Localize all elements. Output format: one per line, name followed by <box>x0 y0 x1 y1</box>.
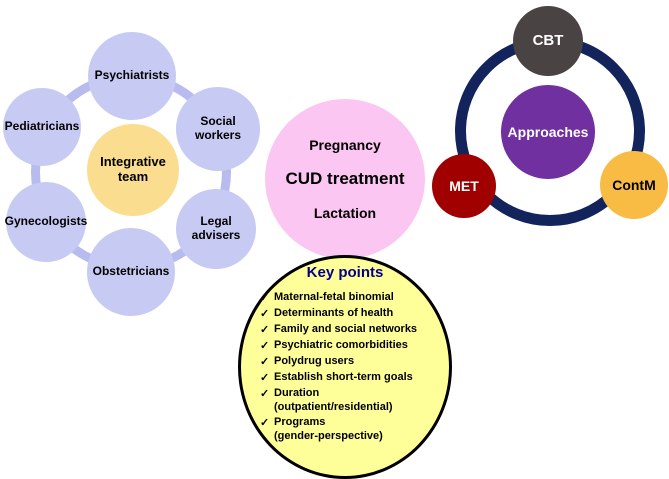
key-point-item: ✓ Polydrug users <box>260 355 442 368</box>
key-point-item: ✓ Programs <box>260 416 442 429</box>
key-point-item: ✓ Determinants of health <box>260 307 442 320</box>
team-member-social-workers: Social workers <box>176 87 260 171</box>
key-point-label: Family and social networks <box>274 323 418 335</box>
team-member-gynecologists: Gynecologists <box>5 182 87 262</box>
cud-treatment-circle: Pregnancy CUD treatment Lactation <box>265 99 425 259</box>
node-approaches: Approaches <box>501 85 595 179</box>
team-member-legal-advisers: Legal advisers <box>176 189 256 269</box>
key-point-label: Polydrug users <box>274 355 355 367</box>
node-contm: ContM <box>600 151 668 219</box>
check-icon: ✓ <box>260 308 270 320</box>
key-point-item: ✓ Family and social networks <box>260 323 442 336</box>
key-point-item: ✓ Establish short-term goals <box>260 371 442 384</box>
key-point-label: Psychiatric comorbidities <box>274 339 408 351</box>
check-icon: ✓ <box>260 388 270 400</box>
integrative-team-center: Integrative team <box>87 124 179 216</box>
key-point-item: ✓ Duration <box>260 387 442 400</box>
key-point-item: ✓ Psychiatric comorbidities <box>260 339 442 352</box>
treatment-title: CUD treatment <box>285 169 405 189</box>
check-icon: ✓ <box>260 356 270 368</box>
check-icon: ✓ <box>260 292 270 304</box>
key-points-ellipse <box>238 255 452 479</box>
key-point-sublabel: (gender-perspective) <box>274 430 383 442</box>
node-cbt: CBT <box>513 6 583 76</box>
check-icon: ✓ <box>260 340 270 352</box>
key-point-label: Duration <box>274 387 320 399</box>
team-member-psychiatrists: Psychiatrists <box>88 32 176 120</box>
check-icon: ✓ <box>260 372 270 384</box>
key-point-label: Maternal-fetal binomial <box>274 291 394 303</box>
key-point-label: Determinants of health <box>274 307 394 319</box>
team-member-obstetricians: Obstetricians <box>87 228 175 316</box>
key-points-list: ✓ Maternal-fetal binomial ✓ Determinants… <box>260 291 442 445</box>
key-point-label: Programs <box>274 416 326 428</box>
treatment-lactation-label: Lactation <box>313 204 377 221</box>
check-icon: ✓ <box>260 417 270 429</box>
key-point-item: ✓ Maternal-fetal binomial <box>260 291 442 304</box>
check-icon: ✓ <box>260 324 270 336</box>
key-point-sublabel: (outpatient/residential) <box>274 401 393 413</box>
treatment-pregnancy-label: Pregnancy <box>309 137 381 154</box>
key-points-title: Key points <box>306 264 384 281</box>
team-member-pediatricians: Pediatricians <box>3 88 81 166</box>
key-point-label: Establish short-term goals <box>274 371 413 383</box>
node-met: MET <box>432 154 496 218</box>
